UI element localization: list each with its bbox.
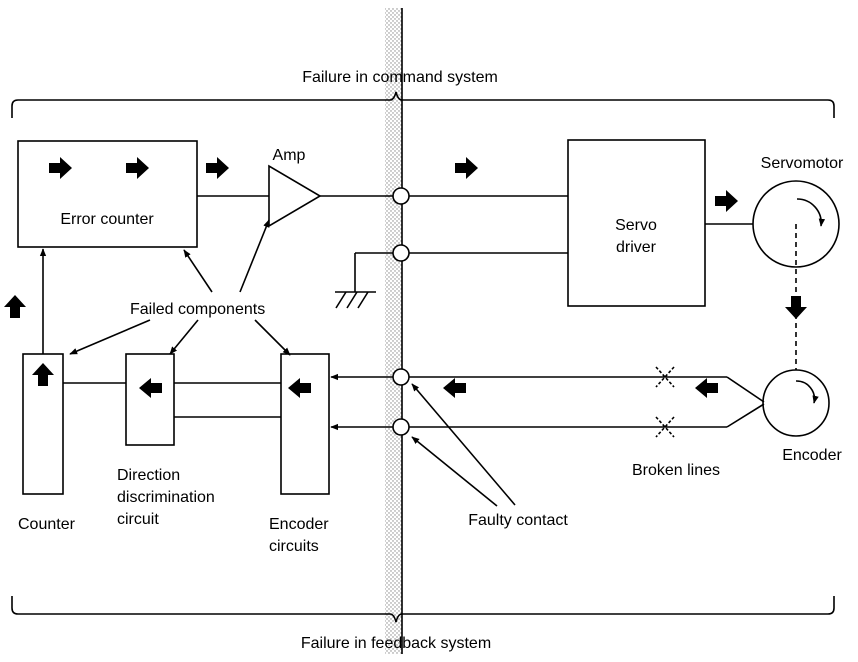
- terminal-feedback-bottom: [392, 418, 410, 436]
- broken-line-mark-top: [655, 366, 675, 388]
- error-counter-arrow-2: [126, 157, 149, 179]
- counter-arrow: [32, 363, 54, 386]
- ground-hatch-2: [346, 291, 358, 309]
- command-system-label: Failure in command system: [302, 69, 498, 86]
- feedback-system-brace: [11, 596, 835, 623]
- failed-pointer-direction: [169, 319, 199, 355]
- command-system-brace: [11, 91, 835, 118]
- driver-output-arrow: [715, 190, 738, 212]
- encoder-label: Encoder: [782, 447, 842, 464]
- encoder-circuits-label-line2: circuits: [269, 538, 319, 555]
- error-counter-arrow-1: [49, 157, 72, 179]
- feedback-arrow-encoder-side: [695, 378, 718, 398]
- direction-circuit-label-line2: discrimination: [117, 489, 215, 506]
- boundary-strip: [385, 8, 402, 654]
- failed-pointer-amp: [239, 219, 270, 293]
- servomotor-label: Servomotor: [761, 155, 844, 172]
- command-signal-arrow: [455, 157, 478, 179]
- encoder-circle: [762, 369, 830, 437]
- encoder-lead-top: [726, 376, 765, 403]
- direction-circuit-label-line1: Direction: [117, 467, 180, 484]
- broken-line-mark-bottom: [655, 416, 675, 438]
- direction-circuit-box: [125, 353, 175, 446]
- error-counter-label: Error counter: [60, 211, 154, 228]
- error-output-arrow: [206, 157, 229, 179]
- direction-circuit-arrow: [139, 378, 162, 398]
- failed-pointer-counter: [69, 319, 151, 355]
- shaft-down-arrow: [785, 296, 807, 319]
- amp-label: Amp: [273, 147, 306, 164]
- counter-label: Counter: [18, 516, 76, 533]
- failed-components-label: Failed components: [130, 301, 265, 318]
- error-counter-box: [17, 140, 198, 248]
- encoder-circuits-box: [280, 353, 330, 495]
- counter-up-arrow: [4, 295, 26, 318]
- encoder-lead-bottom: [726, 403, 765, 428]
- failed-pointer-encoder-circuits: [254, 319, 291, 356]
- faulty-contact-pointer-2: [411, 436, 498, 507]
- encoder-circuits-label-line1: Encoder: [269, 516, 329, 533]
- encoder-rotation-icon: [795, 380, 819, 404]
- servo-driver-label-line1: Servo: [615, 217, 657, 234]
- ground-hatch-3: [357, 291, 369, 309]
- terminal-feedback-top: [392, 368, 410, 386]
- servomotor-rotation-icon: [796, 198, 826, 227]
- faulty-contact-pointer-1: [411, 383, 516, 506]
- faulty-contact-label: Faulty contact: [468, 512, 568, 529]
- servo-driver-box: [567, 139, 706, 307]
- terminal-command: [392, 187, 410, 205]
- servo-driver-label-line2: driver: [616, 239, 657, 256]
- feedback-arrow-center: [443, 378, 466, 398]
- terminal-ground: [392, 244, 410, 262]
- broken-lines-label: Broken lines: [632, 462, 720, 479]
- feedback-system-label: Failure in feedback system: [301, 635, 491, 652]
- amp-triangle: [268, 164, 322, 228]
- failed-pointer-error-counter: [183, 249, 213, 293]
- direction-circuit-label-line3: circuit: [117, 511, 159, 528]
- ground-hatch-1: [335, 291, 347, 309]
- encoder-circuits-arrow: [288, 378, 311, 398]
